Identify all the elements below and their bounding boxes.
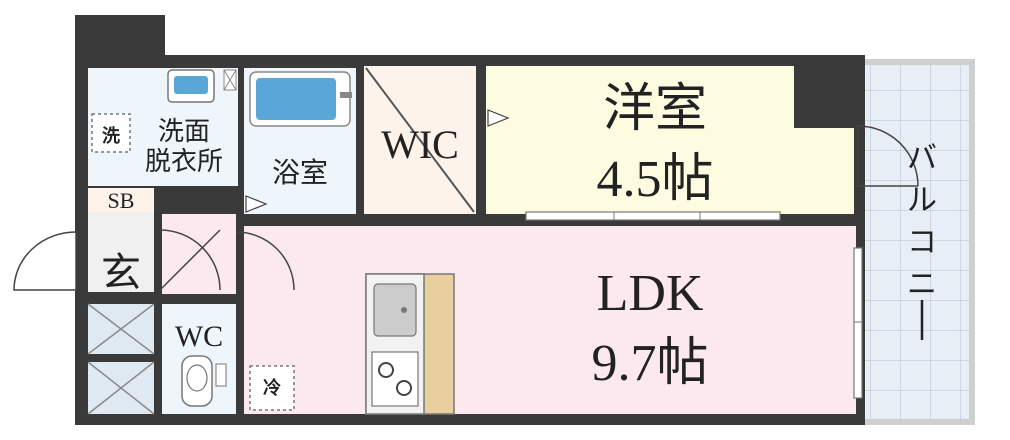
washer-badge-text: 洗 [102,125,120,147]
entrance-label: 玄 [101,250,141,295]
ldk-name: LDK [597,265,704,322]
western-room-size: 4.5帖 [596,151,713,208]
balcony-char-4: ニ [907,268,937,301]
fridge-space [249,365,295,411]
door-swings [13,125,919,291]
hall-area [162,214,236,294]
balcony-label: バ ル コ ニ [907,142,937,340]
balcony-char-2: ル [907,184,937,217]
entrance-area [88,212,154,292]
balcony-char-1: バ [907,142,937,175]
western-room-name: 洋室 [603,81,707,138]
ldk-size: 9.7帖 [591,335,708,392]
stove-icon [371,351,419,407]
bath-name: 浴室 [272,157,328,189]
washroom-line1: 洗面 [158,117,210,146]
wall-tower [75,15,165,75]
western-room-area [486,66,794,214]
toilet-label: WC [175,320,223,353]
wic-name: WIC [381,122,459,167]
sink-icon [373,283,417,337]
washer-icon [223,69,237,91]
washroom-line2: 脱衣所 [145,147,223,176]
storage-cross-icons [87,303,155,415]
wic-diagonal [365,67,475,213]
door-arrow-icons [245,109,510,213]
shoebox-label: SB [108,188,135,213]
ldk-window [853,247,863,399]
shoebox-area [88,188,154,212]
western-room-area-right [794,128,854,214]
fridge-badge-text: 冷 [263,377,281,399]
western-room-sliding-door [525,211,781,221]
balcony-char-3: コ [907,226,937,259]
washer-badge [91,113,131,153]
toilet-icon [181,355,227,407]
bathtub-icon [249,71,352,127]
ldk-area [244,226,856,414]
washbasin-icon [167,69,215,103]
